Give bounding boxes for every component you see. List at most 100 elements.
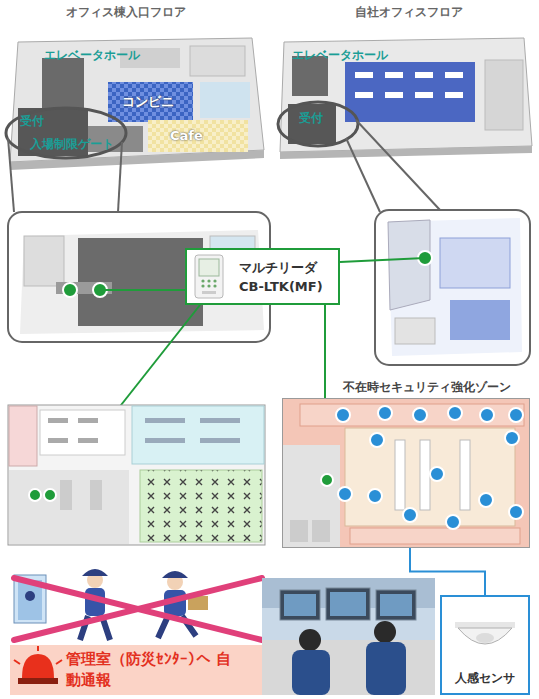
multi-reader-device-part: [201, 279, 204, 282]
office-floor-plan-part: [420, 440, 430, 510]
multi-reader-device-part: [185, 248, 340, 305]
own-office-building-part: [280, 146, 532, 159]
area-label: エレベータホール: [292, 47, 388, 64]
office-floor-plan-part: [290, 520, 308, 542]
entrance-floor-plan-part: [44, 489, 56, 501]
alert-band-fill-part: [18, 678, 58, 684]
multi-reader-device-part: [195, 255, 223, 298]
own-office-building-part: [445, 72, 463, 78]
control-room-photo: [262, 578, 435, 695]
node-text: 管理室（防災ｾﾝﾀｰ）へ 自動通報: [66, 649, 241, 691]
sensor-dot-part: [368, 489, 382, 503]
sensor-dot-part: [509, 408, 523, 422]
office-floor-plan-part: [321, 474, 333, 486]
control-room-photo-part: [366, 642, 406, 695]
entrance-floor-plan-part: [78, 418, 98, 423]
node-text: 人感センサ: [442, 670, 528, 687]
area-label: 受付: [20, 113, 44, 130]
entrance-floor-plan-part: [29, 489, 41, 501]
entrance-floor-plan-part: [200, 438, 240, 443]
office-floor-plan-part: [350, 528, 520, 544]
office-floor-plan-part: [345, 428, 515, 526]
cross-out-mark-part: [14, 578, 262, 640]
office-door-zoom-inset-part: [450, 300, 510, 340]
entrance-floor-plan-part: [48, 438, 68, 443]
area-label: エレベータホール: [44, 47, 140, 64]
sensor-box: 人感センサ: [440, 595, 530, 695]
area-label: 受付: [299, 110, 323, 127]
multi-reader-device: [185, 248, 340, 305]
own-office-building-part: [485, 60, 523, 130]
floor-heading: 自社オフィスフロア: [355, 4, 463, 21]
area-label: Cafe: [170, 128, 203, 143]
motion-sensor-icon-part: [440, 595, 530, 695]
multi-reader-device-part: [207, 279, 210, 282]
sensor-dot-part: [338, 487, 352, 501]
own-office-building-part: [280, 38, 532, 152]
entrance-floor-plan-part: [145, 418, 185, 423]
entrance-floor-building-part: [8, 138, 14, 212]
sensor-dot-part: [336, 408, 350, 422]
sensor-dot-part: [413, 408, 427, 422]
entrance-floor-plan-part: [145, 438, 185, 443]
entrance-floor-building: [6, 38, 264, 212]
control-room-photo-part: [262, 640, 435, 695]
control-room-photo-part: [284, 594, 316, 616]
office-floor-plan-part: [282, 445, 340, 548]
reader-box: マルチリーダ CB-LTK(MF): [185, 248, 340, 305]
control-room-photo-part: [262, 578, 435, 695]
gate-zoom-inset-part: [63, 283, 77, 297]
sensor-dot-part: [509, 505, 523, 519]
office-floor-plan-part: [395, 440, 405, 510]
entrance-floor-plan-part: [48, 418, 68, 423]
node-text: 不在時セキュリティ強化ゾーン: [343, 379, 511, 396]
own-office-building-part: [356, 120, 440, 210]
motion-sensor-icon-part: [458, 628, 512, 644]
own-office-building-part: [385, 72, 403, 78]
sensor-dot: [336, 406, 523, 529]
entrance-floor-building-part: [108, 82, 193, 122]
office-floor-plan-part: [460, 440, 470, 510]
sensor-dot-part: [480, 408, 494, 422]
entrance-floor-plan-part: [140, 470, 262, 542]
entrance-floor-plan-part: [90, 480, 102, 510]
control-room-photo-part: [292, 650, 330, 695]
entrance-floor-building-part: [118, 142, 122, 212]
own-office-building-part: [355, 92, 373, 98]
entrance-floor-building-part: [10, 38, 264, 162]
entrance-floor-plan: [8, 405, 265, 545]
sensor-dot-part: [505, 431, 519, 445]
entrance-floor-plan-part: [200, 418, 240, 423]
intruder-icons-part: [25, 591, 35, 601]
sensor-dot-part: [370, 433, 384, 447]
reader-wire-part: [340, 258, 425, 262]
entrance-floor-building-part: [190, 46, 245, 76]
control-room-photo-part: [326, 588, 370, 620]
entrance-floor-plan-part: [9, 406, 37, 466]
alert-band: 管理室（防災ｾﾝﾀｰ）へ 自動通報: [10, 645, 265, 695]
office-floor-plan-part: [300, 404, 524, 426]
motion-sensor-icon: [440, 595, 530, 695]
own-office-building-part: [415, 92, 433, 98]
multi-reader-device-part: [207, 284, 210, 287]
entrance-floor-building-part: [6, 108, 126, 158]
floor-heading: オフィス棟入口フロア: [66, 4, 186, 21]
multi-reader-device-part: [201, 284, 204, 287]
entrance-floor-plan-part: [8, 405, 265, 545]
alert-band-fill-part: [14, 646, 62, 664]
alert-band-fill: [10, 645, 265, 695]
multi-reader-device-part: [213, 284, 216, 287]
entrance-floor-plan-part: [9, 470, 129, 544]
intruder-icons-part: [82, 569, 108, 576]
sensor-dot-part: [446, 515, 460, 529]
motion-sensor-icon-part: [455, 622, 515, 628]
control-room-photo-part: [330, 592, 366, 616]
intruder-icons-part: [162, 571, 188, 578]
sensor-dot-part: [448, 406, 462, 420]
sensor-dot-part: [479, 493, 493, 507]
entrance-floor-building-part: [200, 82, 250, 118]
control-room-photo-part: [299, 629, 321, 651]
area-label: コンビニ: [122, 93, 174, 111]
control-room-photo-part: [376, 590, 416, 620]
